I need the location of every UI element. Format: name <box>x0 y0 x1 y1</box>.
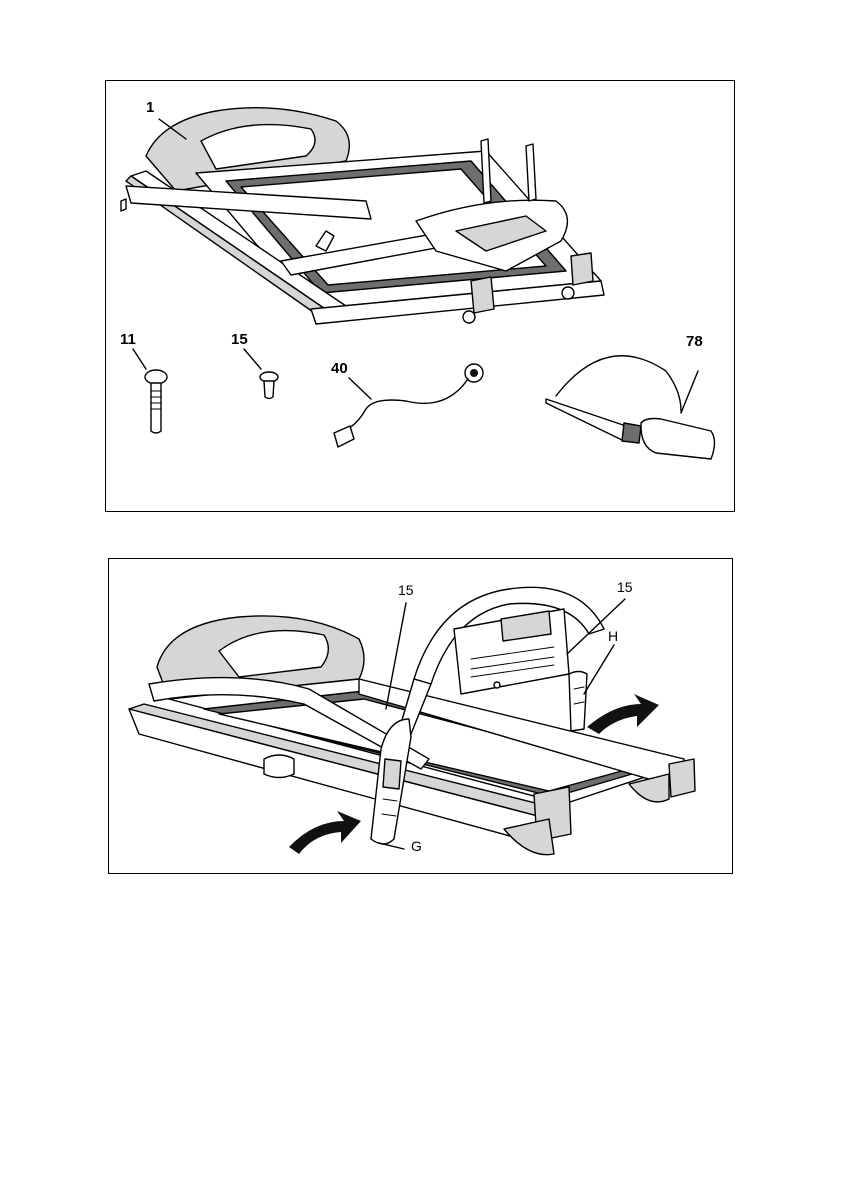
rotate-arrow-left-icon <box>289 811 361 854</box>
figure-assembly-panel: 15 15 H G <box>108 558 733 874</box>
part-label-40: 40 <box>331 361 348 376</box>
treadmill-frame-drawing <box>121 108 604 324</box>
safety-key-drawing <box>334 364 483 447</box>
part-label-1: 1 <box>146 100 154 115</box>
assembly-label-g: G <box>411 839 422 853</box>
assembly-label-15-right: 15 <box>617 580 633 594</box>
assembly-illustration <box>109 559 733 874</box>
leader-line-40 <box>349 378 371 399</box>
leader-line-78 <box>681 371 698 413</box>
figure-parts-panel: 1 11 15 40 78 <box>105 80 735 512</box>
rotate-arrow-right-icon <box>587 694 659 734</box>
part-label-78: 78 <box>686 334 703 349</box>
screw-drawing <box>260 372 278 399</box>
assembly-label-15-left: 15 <box>398 583 414 597</box>
leader-line-15 <box>244 349 261 369</box>
bolt-drawing <box>145 370 167 433</box>
assembly-label-h: H <box>608 629 618 643</box>
part-label-15: 15 <box>231 332 248 347</box>
leader-line-11 <box>133 349 146 369</box>
leader-line-g <box>379 843 404 849</box>
part-label-11: 11 <box>120 332 136 347</box>
leader-line-h <box>584 645 614 694</box>
lubricant-bottle-drawing <box>546 356 715 459</box>
parts-illustration <box>106 81 735 512</box>
